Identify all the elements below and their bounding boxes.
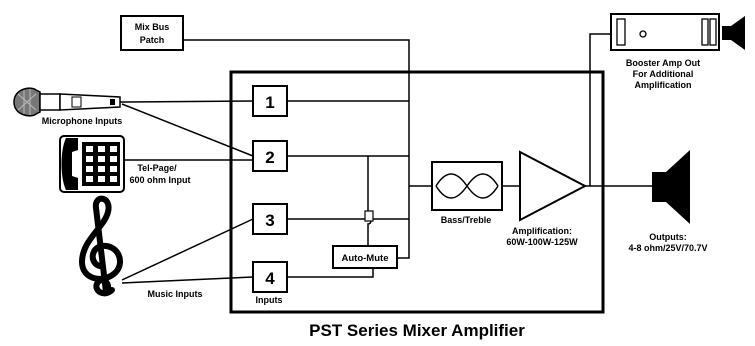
telpage-label-2: 600 ohm Input [129, 175, 190, 185]
microphone-label: Microphone Inputs [42, 116, 123, 126]
outputs-label-1: Outputs: [649, 232, 687, 242]
speaker-icon [652, 150, 690, 224]
eq-label: Bass/Treble [441, 215, 492, 225]
channel-1-label: 1 [265, 93, 274, 112]
microphone-icon [13, 87, 121, 117]
diagram-title: PST Series Mixer Amplifier [309, 321, 525, 340]
music-wire-1 [121, 218, 254, 281]
mix-bus-wire [183, 39, 410, 259]
booster-label-1: Booster Amp Out [626, 58, 700, 68]
amp-label-1: Amplification: [512, 226, 572, 236]
inputs-label: Inputs [256, 295, 283, 305]
keypad-key [86, 176, 93, 182]
amplifier-triangle [519, 150, 588, 222]
music-wire-2 [121, 276, 254, 284]
telpage-label-1: Tel-Page/ [137, 163, 177, 173]
booster-amp-icon [610, 13, 745, 51]
keypad-key [98, 156, 105, 162]
keypad-key [110, 176, 117, 182]
channel-2-label: 2 [265, 148, 274, 167]
automute-control-wire [367, 156, 372, 246]
channel-4-label: 4 [265, 269, 275, 288]
booster-wire [589, 33, 611, 186]
mic-wire-1 [119, 100, 254, 103]
keypad-key [110, 166, 117, 172]
channel-4-wire [287, 268, 374, 278]
mix-bus-label-1: Mix Bus [135, 22, 170, 32]
keypad-key [86, 146, 93, 152]
automute-box [332, 245, 398, 269]
amp-label-2: 60W-100W-125W [506, 237, 578, 247]
telephone-keypad [86, 146, 117, 182]
telephone-icon [59, 135, 125, 193]
mix-bus-patch-box [120, 15, 184, 51]
outputs-label-2: 4-8 ohm/25V/70.7V [628, 243, 707, 253]
keypad-key [86, 156, 93, 162]
channel-3-label: 3 [265, 211, 274, 230]
music-label: Music Inputs [147, 289, 202, 299]
treble-clef-icon [79, 195, 123, 297]
eq-waveform-icon [435, 173, 499, 199]
keypad-key [98, 166, 105, 172]
keypad-key [86, 166, 93, 172]
mix-bus-label-2: Patch [140, 35, 165, 45]
mixer-frame [229, 70, 605, 314]
keypad-key [110, 146, 117, 152]
channel-2-box [252, 140, 288, 172]
keypad-key [98, 176, 105, 182]
booster-label-3: Amplification [634, 80, 691, 90]
automute-hop-box [364, 210, 374, 222]
booster-label-2: For Additional [633, 69, 694, 79]
mic-wire-2 [121, 103, 254, 157]
automute-label: Auto-Mute [342, 253, 389, 264]
keypad-key [98, 146, 105, 152]
keypad-key [110, 156, 117, 162]
